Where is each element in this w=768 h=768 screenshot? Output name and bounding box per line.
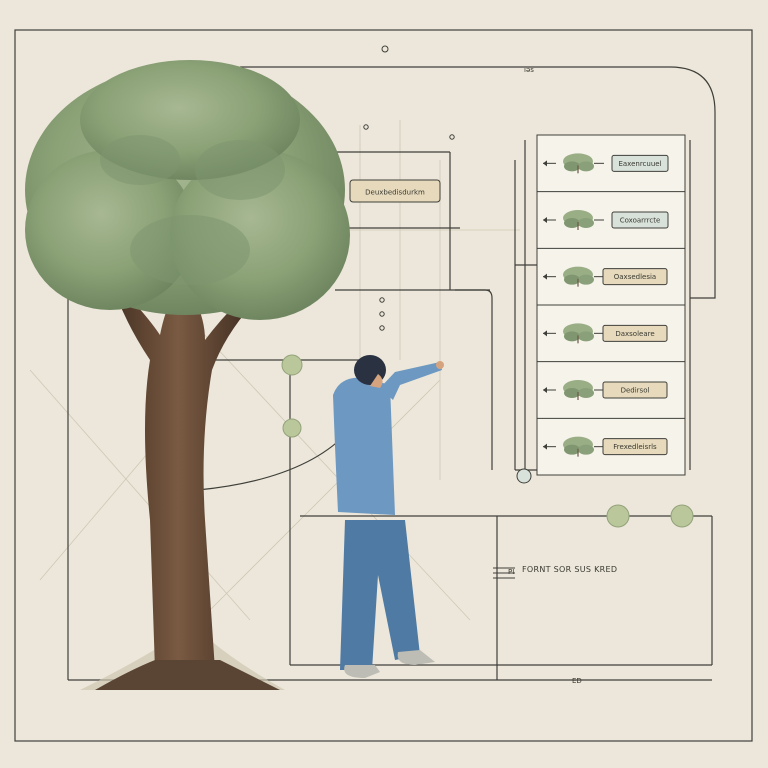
node-circle	[282, 418, 302, 438]
sprig-icon	[563, 323, 594, 344]
tree-trunk	[118, 298, 252, 670]
panel-row: Dedirsol	[537, 361, 685, 400]
node-circle	[516, 468, 532, 484]
panel-row-label: Daxsoleare	[615, 330, 654, 338]
person-pants	[340, 520, 420, 670]
panel-row-label: Eaxenrcuuel	[618, 160, 661, 168]
small-markers	[363, 45, 515, 579]
node-circle	[670, 504, 694, 528]
panel-row: Coxoarrrcte	[537, 191, 685, 230]
panel-row-label: Frexedleisrls	[613, 443, 657, 451]
panel-row-label: Oaxsedlesia	[614, 273, 656, 281]
outer-frame	[14, 29, 753, 742]
panel-row-label: Coxoarrrcte	[620, 217, 661, 225]
panel-row: Frexedleisrls	[537, 417, 685, 457]
person-shirt	[333, 377, 395, 515]
panel-row-label: Dedirsol	[621, 387, 650, 395]
sprig-icon	[563, 436, 594, 457]
top-marker-circle	[381, 45, 389, 53]
side-mark: PI	[508, 568, 514, 576]
panel-row: Oaxsedlesia	[537, 247, 685, 287]
sprig-icon	[563, 210, 594, 230]
tree-illustration	[25, 60, 350, 690]
person-illustration	[333, 355, 444, 678]
node-circle	[606, 504, 630, 528]
sprig-icon	[563, 380, 594, 400]
top-tick-label: ıǝs	[524, 66, 534, 74]
panel-row: Eaxenrcuuel	[543, 153, 669, 174]
option-panel: EaxenrcuuelCoxoarrrcteOaxsedlesiaDaxsole…	[536, 134, 686, 476]
sprig-icon	[563, 266, 594, 287]
panel-row: Daxsoleare	[537, 304, 685, 344]
sprig-icon	[563, 153, 594, 174]
tree-root-base	[95, 660, 280, 690]
baseline-mark: ED	[572, 677, 582, 685]
left-label-box: Deuxbedisdurkm	[349, 179, 441, 203]
bottom-label: FORNT SOR SUS KRED	[522, 565, 617, 574]
left-box-text: Deuxbedisdurkm	[365, 189, 425, 197]
node-group	[281, 354, 694, 528]
node-circle	[281, 354, 303, 376]
person-arm	[380, 362, 442, 400]
